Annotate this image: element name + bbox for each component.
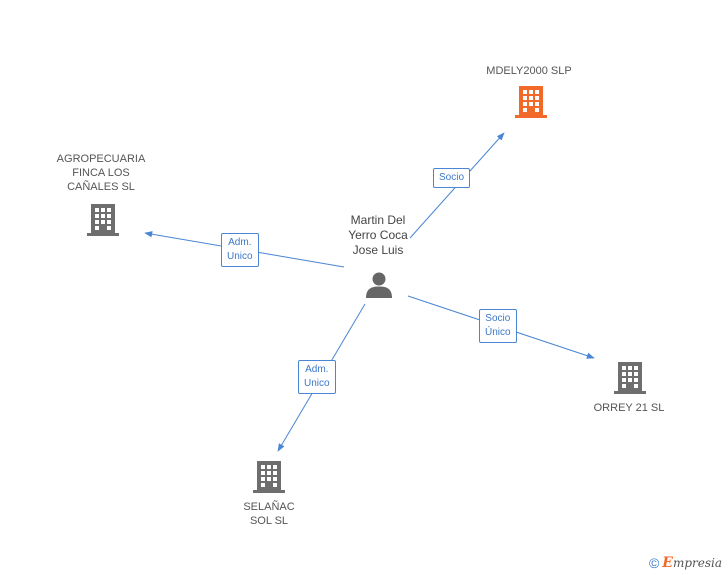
copyright-icon: ©	[648, 555, 660, 571]
company-label-mdely[interactable]: MDELY2000 SLP	[486, 65, 572, 77]
company-label-selanac[interactable]: SELAÑAC SOL SL	[243, 501, 295, 527]
company-label-orrey[interactable]: ORREY 21 SL	[593, 402, 665, 414]
building-icon[interactable]	[613, 361, 647, 395]
edge-label-socio-unico-orrey: Socio Único	[479, 309, 517, 343]
center-node-label[interactable]: Martin Del Yerro Coca Jose Luis	[348, 213, 408, 257]
company-label-agropecuaria[interactable]: AGROPECUARIA FINCA LOS CAÑALES SL	[56, 153, 146, 193]
building-icon[interactable]	[514, 85, 548, 119]
person-icon[interactable]	[364, 270, 394, 300]
edge-label-socio-mdely: Socio	[433, 168, 471, 188]
footer-brand: © Empresia	[649, 555, 722, 571]
building-icon[interactable]	[86, 203, 120, 237]
building-icon[interactable]	[252, 460, 286, 494]
brand-logo: Empresia	[662, 555, 722, 571]
edge-label-adm-selanac: Adm. Unico	[298, 360, 336, 394]
edge-label-adm-agropecuaria: Adm. Unico	[221, 233, 259, 267]
